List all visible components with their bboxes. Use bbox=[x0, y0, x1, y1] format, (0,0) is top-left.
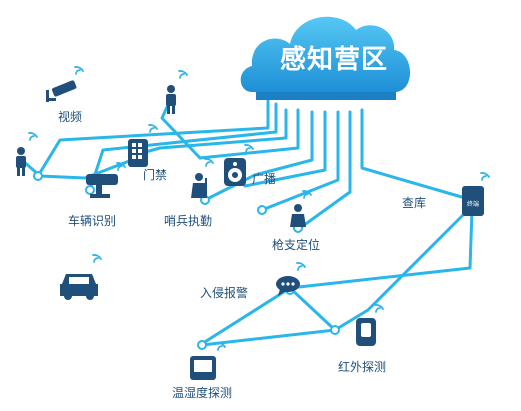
guard-icon bbox=[191, 173, 207, 198]
label-vehicle: 车辆识别 bbox=[68, 214, 117, 228]
cloud-shape bbox=[240, 16, 411, 100]
infrared-sensor-icon bbox=[356, 318, 376, 346]
line-sentry-dot bbox=[260, 110, 340, 212]
label-temp: 温湿度探测 bbox=[172, 386, 233, 400]
connection-dots bbox=[33, 171, 340, 350]
label-intrusion: 入侵报警 bbox=[200, 286, 249, 300]
line-lower-2 bbox=[288, 208, 470, 332]
line-person-left bbox=[36, 98, 270, 178]
label-gun: 枪支定位 bbox=[272, 238, 321, 252]
line-vehicle bbox=[88, 102, 278, 192]
label-infrared: 红外探测 bbox=[338, 360, 387, 374]
car-icon bbox=[60, 274, 98, 300]
guard-icon bbox=[290, 204, 306, 227]
reader-screen-text: 终端 bbox=[467, 200, 479, 208]
line-check bbox=[360, 108, 474, 202]
line-lower-3 bbox=[200, 328, 337, 347]
cloud-title: 感知营区 bbox=[279, 45, 388, 75]
label-check: 查库 bbox=[402, 196, 427, 210]
line-sentry bbox=[203, 110, 314, 202]
label-broadcast: 广播 bbox=[252, 172, 277, 186]
line-lower-1 bbox=[198, 208, 474, 347]
label-sentry: 哨兵执勤 bbox=[164, 214, 213, 228]
speaker-icon bbox=[224, 158, 246, 186]
alarm-icon bbox=[276, 276, 300, 296]
line-person-top bbox=[160, 94, 300, 160]
cctv-camera-icon bbox=[46, 80, 77, 102]
keypad-icon bbox=[128, 139, 148, 167]
connection-lines bbox=[20, 94, 474, 347]
monitor-icon bbox=[190, 356, 216, 380]
line-loop bbox=[20, 158, 134, 180]
vehicle-camera-icon bbox=[86, 174, 118, 198]
label-video: 视频 bbox=[58, 110, 83, 124]
person-icon bbox=[166, 85, 176, 114]
person-icon bbox=[16, 147, 26, 176]
label-access: 门禁 bbox=[143, 168, 168, 182]
reader-icon: 终端 bbox=[462, 186, 484, 216]
line-access bbox=[136, 108, 288, 156]
